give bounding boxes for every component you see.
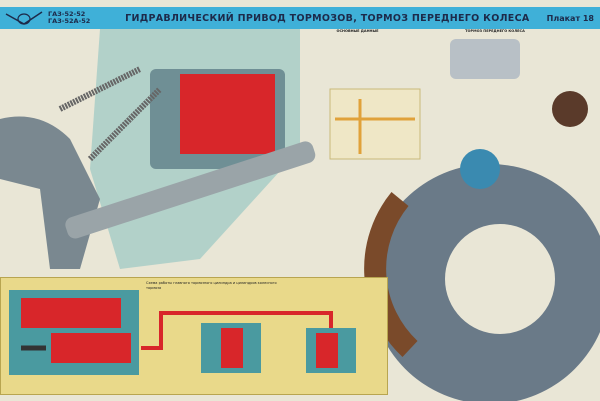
specs-title: ОСНОВНЫЕ ДАННЫЕ [336, 29, 379, 33]
poster-number: Плакат 18 [546, 13, 594, 23]
cylinder-boot [552, 91, 588, 127]
scheme-caption: Схема работы главного тормозного цилиндр… [146, 281, 277, 290]
wheel-cylinder [450, 39, 520, 79]
model-2: ГАЗ-52А-52 [48, 17, 91, 25]
diagram-area: ОСНОВНЫЕ ДАННЫЕ ТОРМОЗ ПЕРЕДНЕГО КОЛЕСА … [0, 29, 600, 401]
specs-block: ОСНОВНЫЕ ДАННЫЕ [310, 29, 405, 84]
brake-pipe [335, 99, 415, 154]
piston-rod [65, 141, 316, 239]
fluid-reservoir [180, 74, 275, 154]
scheme-reservoir [21, 298, 121, 328]
hub-opening [445, 224, 555, 334]
scheme-chamber [51, 333, 131, 363]
brake-lining [364, 192, 418, 358]
vehicle-models: ГАЗ-52-52 ГАЗ-52А-52 [48, 11, 108, 25]
hydraulic-scheme [9, 290, 356, 375]
spring-2 [87, 86, 163, 162]
brake-pedal [0, 116, 100, 269]
wheel-brake-block: ТОРМОЗ ПЕРЕДНЕГО КОЛЕСА [455, 29, 535, 33]
scheme-panel: Схема работы главного тормозного цилиндр… [0, 277, 388, 395]
detail-inset [329, 88, 421, 160]
scheme-fluid-1 [221, 328, 243, 368]
header-band: ГАЗ-52-52 ГАЗ-52А-52 ГИДРАВЛИЧЕСКИЙ ПРИВ… [0, 7, 600, 29]
gaz-logo-icon [5, 11, 43, 25]
poster-title: ГИДРАВЛИЧЕСКИЙ ПРИВОД ТОРМОЗОВ, ТОРМОЗ П… [125, 12, 530, 24]
scheme-fluid-2 [316, 333, 338, 368]
scheme-fluid-line [141, 311, 333, 350]
brake-cylinder-cutaway [460, 149, 500, 189]
model-1: ГАЗ-52-52 [48, 10, 86, 18]
wheel-brake-title: ТОРМОЗ ПЕРЕДНЕГО КОЛЕСА [465, 29, 525, 33]
brake-illustration [0, 29, 600, 401]
